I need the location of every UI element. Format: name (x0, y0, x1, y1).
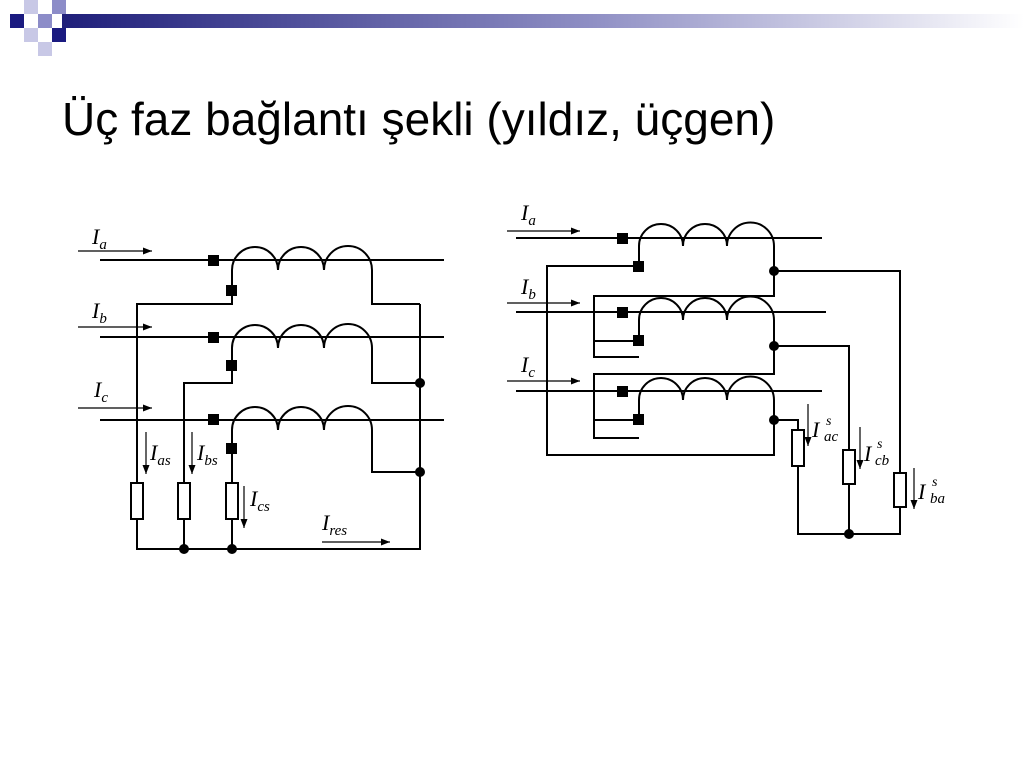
logo-square-dark (52, 28, 66, 42)
ct-coil-a (231, 245, 420, 305)
label-delta-Iac-base: I (811, 417, 821, 442)
relay-resistor-cb (842, 449, 856, 485)
junction-dot (415, 467, 425, 477)
polarity-marker (208, 332, 219, 343)
ct-coil-b (638, 295, 775, 346)
label-delta-Ic: Ic (520, 352, 535, 381)
logo-square-mid (52, 0, 66, 14)
secondary-wire-b (183, 366, 233, 483)
ct-coil-b (231, 323, 420, 384)
polarity-marker (617, 307, 628, 318)
ct-coil-c (638, 375, 775, 420)
logo-square-mid (38, 14, 52, 28)
polarity-marker (208, 414, 219, 425)
junction-dot (415, 378, 425, 388)
label-delta-Iac-sup: s (826, 414, 832, 429)
delta-wire-c-loop (593, 420, 639, 439)
delta-wire-b-loop (593, 341, 639, 358)
junction-dot (227, 544, 237, 554)
label-star-Ia: Ia (91, 224, 107, 253)
polarity-marker (208, 255, 219, 266)
return-neutral-wire (136, 304, 421, 550)
label-star-Ias: Ias (149, 440, 171, 469)
ct-coil-a (638, 221, 775, 271)
relay-resistor-c (225, 482, 239, 520)
junction-dot (769, 341, 779, 351)
label-delta-Ia: Ia (520, 200, 536, 229)
label-delta-Icb-sup: s (877, 437, 883, 452)
delta-wire-b-to-a (593, 271, 775, 357)
secondary-wire-a (136, 290, 233, 483)
junction-dot (769, 266, 779, 276)
delta-wire-a-to-c (546, 265, 775, 456)
polarity-marker (617, 386, 628, 397)
label-delta-Iba-sup: s (932, 475, 938, 490)
slide-title: Üç faz bağlantı şekli (yıldız, üçgen) (62, 93, 776, 145)
polarity-marker (226, 360, 237, 371)
output-wire-c (774, 419, 799, 430)
label-star-Ires: Ires (321, 510, 347, 539)
delta-connection-diagram: Ia Ib Ic I s ac I s cb I s ba (507, 200, 945, 539)
header-gradient-band (10, 0, 1024, 56)
label-star-Ibs: Ibs (196, 440, 218, 469)
relay-resistor-b (177, 482, 191, 520)
logo-square-light (24, 0, 38, 14)
label-delta-Icb-sub: cb (875, 453, 890, 469)
polarity-marker (617, 233, 628, 244)
relay-resistor-ba (893, 472, 907, 508)
junction-dot (844, 529, 854, 539)
star-connection-diagram: Ia Ib Ic Ias Ibs Ics Ires (78, 224, 444, 554)
relay-resistor-ac (791, 429, 805, 467)
label-delta-Ib: Ib (520, 274, 536, 303)
label-delta-Iac-sub: ac (824, 429, 839, 445)
junction-dot (179, 544, 189, 554)
logo-square-dark (10, 14, 24, 28)
label-star-Ib: Ib (91, 298, 107, 327)
output-wire-a (774, 270, 901, 473)
junction-dot (769, 415, 779, 425)
label-star-Ics: Ics (249, 486, 270, 515)
logo-square-light (24, 28, 38, 42)
logo-square-light (38, 42, 52, 56)
output-wire-b (774, 345, 850, 450)
label-delta-Iba-sub: ba (930, 491, 945, 507)
label-delta-Icb-base: I (863, 441, 873, 466)
header-gradient-bar (62, 14, 1024, 28)
label-star-Ic: Ic (93, 377, 108, 406)
ct-coil-c (231, 405, 420, 473)
label-delta-Iba-base: I (917, 479, 927, 504)
polarity-marker (226, 443, 237, 454)
relay-resistor-a (130, 482, 144, 520)
delta-wire-c-to-b (593, 346, 775, 438)
